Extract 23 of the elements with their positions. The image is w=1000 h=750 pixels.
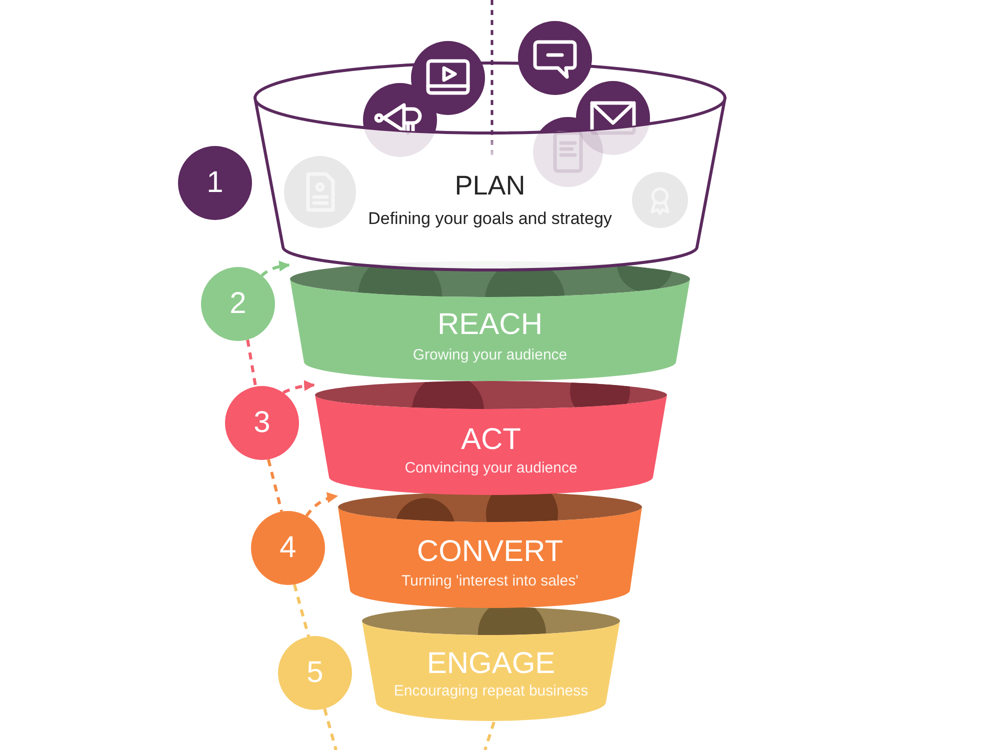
dashed-arrow: [305, 492, 338, 517]
dashed-connector-line: [292, 584, 310, 637]
dashed-arrow: [282, 380, 316, 394]
dashed-arrow: [260, 260, 290, 277]
step-number: 2: [230, 289, 246, 319]
step-number: 5: [306, 658, 324, 688]
stage-title: ENGAGE: [426, 646, 556, 682]
stage-description: Turning 'interest into sales': [402, 572, 578, 590]
stage-title: REACH: [438, 308, 542, 342]
step-number: 1: [206, 168, 224, 198]
dashed-connector-line: [484, 722, 496, 750]
stage-title: CONVERT: [416, 534, 564, 570]
stage-description: Defining your goals and strategy: [368, 209, 612, 229]
stage-title: PLAN: [454, 170, 526, 202]
stage-description: Growing your audience: [412, 346, 568, 364]
dashed-connector-line: [246, 339, 258, 387]
step-number: 3: [254, 408, 270, 438]
step-number: 4: [280, 533, 296, 563]
stage-title: ACT: [461, 422, 521, 458]
stage-description: Encouraging repeat business: [394, 682, 588, 700]
dashed-connector-line: [266, 459, 284, 512]
stage-description: Convincing your audience: [404, 459, 578, 477]
dashed-connector-line: [323, 708, 338, 750]
